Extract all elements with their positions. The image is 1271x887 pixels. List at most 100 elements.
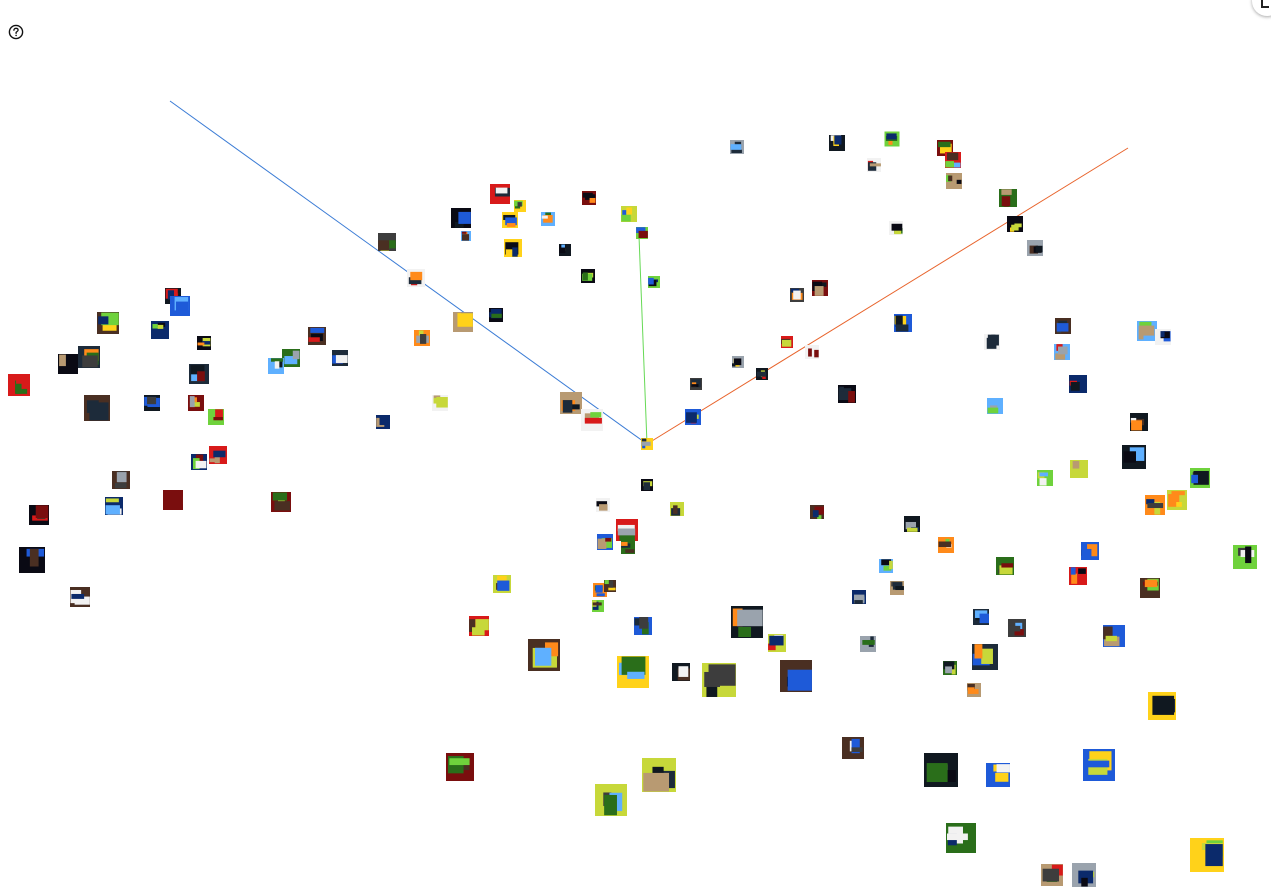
thumbnail-deer[interactable] (1233, 545, 1257, 569)
thumbnail-ship[interactable] (1083, 749, 1115, 781)
corner-control-button[interactable] (1252, 0, 1271, 16)
thumbnail-cat[interactable] (648, 276, 660, 288)
thumbnail-ship[interactable] (1140, 578, 1160, 598)
thumbnail-airplane[interactable] (1190, 838, 1224, 872)
thumbnail-dog[interactable] (1069, 375, 1087, 393)
thumbnail-cat[interactable] (451, 208, 471, 228)
thumbnail-airplane[interactable] (1122, 445, 1146, 469)
thumbnail-dog[interactable] (19, 547, 45, 573)
thumbnail-airplane[interactable] (730, 140, 744, 154)
thumbnail-horse[interactable] (986, 763, 1010, 787)
thumbnail-horse[interactable] (376, 415, 390, 429)
thumbnail-horse[interactable] (582, 191, 596, 205)
thumbnail-dog[interactable] (617, 656, 649, 688)
thumbnail-dog[interactable] (208, 409, 224, 425)
thumbnail-horse[interactable] (282, 349, 300, 367)
thumbnail-frog[interactable] (596, 498, 610, 512)
thumbnail-frog[interactable] (1081, 542, 1099, 560)
thumbnail-dog[interactable] (502, 212, 518, 228)
thumbnail-ship[interactable] (690, 378, 702, 390)
thumbnail-cat[interactable] (144, 395, 160, 411)
thumbnail-automobile[interactable] (97, 312, 119, 334)
thumbnail-automobile[interactable] (732, 356, 744, 368)
help-icon[interactable] (8, 24, 24, 40)
thumbnail-horse[interactable] (453, 312, 473, 332)
thumbnail-automobile[interactable] (1055, 318, 1071, 334)
thumbnail-automobile[interactable] (1008, 619, 1026, 637)
thumbnail-truck[interactable] (852, 590, 866, 604)
thumbnail-horse[interactable] (894, 314, 912, 332)
thumbnail-dog[interactable] (469, 616, 489, 636)
thumbnail-truck[interactable] (943, 661, 957, 675)
thumbnail-ship[interactable] (209, 446, 227, 464)
thumbnail-airplane[interactable] (973, 609, 989, 625)
thumbnail-bird[interactable] (151, 321, 169, 339)
thumbnail-horse[interactable] (1130, 413, 1148, 431)
thumbnail-cat[interactable] (592, 600, 604, 612)
thumbnail-ship[interactable] (780, 660, 812, 692)
thumbnail-ship[interactable] (768, 634, 786, 652)
thumbnail-truck[interactable] (838, 385, 856, 403)
thumbnail-deer[interactable] (528, 639, 560, 671)
thumbnail-bird[interactable] (1072, 863, 1096, 887)
thumbnail-automobile[interactable] (829, 135, 845, 151)
thumbnail-cat[interactable] (29, 505, 49, 525)
thumbnail-dog[interactable] (996, 557, 1014, 575)
thumbnail-deer[interactable] (595, 784, 627, 816)
thumbnail-deer[interactable] (493, 575, 511, 593)
thumbnail-truck[interactable] (636, 227, 648, 239)
thumbnail-frog[interactable] (634, 617, 652, 635)
thumbnail-horse[interactable] (702, 663, 736, 697)
thumbnail-bird[interactable] (972, 644, 998, 670)
thumbnail-ship[interactable] (621, 206, 637, 222)
thumbnail-frog[interactable] (987, 398, 1003, 414)
thumbnail-frog[interactable] (489, 308, 503, 322)
thumbnail-frog[interactable] (432, 395, 448, 411)
thumbnail-airplane[interactable] (112, 471, 130, 489)
thumbnail-deer[interactable] (621, 540, 635, 554)
thumbnail-cat[interactable] (197, 336, 211, 350)
thumbnail-truck[interactable] (889, 221, 903, 235)
thumbnail-deer[interactable] (378, 233, 396, 251)
thumbnail-airplane[interactable] (890, 581, 904, 595)
thumbnail-dog[interactable] (407, 269, 425, 287)
thumbnail-airplane[interactable] (685, 409, 701, 425)
thumbnail-cat[interactable] (1103, 625, 1125, 647)
thumbnail-bird[interactable] (616, 519, 638, 541)
thumbnail-truck[interactable] (191, 454, 207, 470)
thumbnail-frog[interactable] (946, 173, 962, 189)
thumbnail-airplane[interactable] (189, 364, 209, 384)
thumbnail-truck[interactable] (860, 636, 876, 652)
thumbnail-truck[interactable] (904, 516, 920, 532)
thumbnail-automobile[interactable] (559, 244, 571, 256)
thumbnail-truck[interactable] (1070, 460, 1088, 478)
thumbnail-automobile[interactable] (490, 184, 510, 204)
thumbnail-cat[interactable] (642, 758, 676, 792)
thumbnail-dog[interactable] (842, 737, 864, 759)
thumbnail-horse[interactable] (731, 606, 763, 638)
thumbnail-deer[interactable] (805, 345, 819, 359)
thumbnail-truck[interactable] (641, 438, 653, 450)
image-thumbnails[interactable] (8, 131, 1257, 887)
thumbnail-bird[interactable] (446, 753, 474, 781)
thumbnail-airplane[interactable] (938, 537, 954, 553)
thumbnail-truck[interactable] (332, 350, 348, 366)
thumbnail-dog[interactable] (58, 354, 78, 374)
thumbnail-cat[interactable] (1190, 468, 1210, 488)
thumbnail-deer[interactable] (1155, 329, 1171, 345)
thumbnail-cat[interactable] (781, 336, 793, 348)
thumbnail-bird[interactable] (1054, 344, 1070, 360)
thumbnail-automobile[interactable] (593, 583, 607, 597)
thumbnail-ship[interactable] (268, 358, 284, 374)
thumbnail-bird[interactable] (884, 131, 900, 147)
thumbnail-airplane[interactable] (1027, 240, 1043, 256)
thumbnail-bird[interactable] (514, 200, 526, 212)
thumbnail-deer[interactable] (271, 492, 291, 512)
thumbnail-horse[interactable] (999, 189, 1017, 207)
thumbnail-bird[interactable] (84, 395, 110, 421)
thumbnail-automobile[interactable] (1148, 692, 1176, 720)
thumbnail-dog[interactable] (790, 288, 804, 302)
thumbnail-horse[interactable] (670, 502, 684, 516)
thumbnail-bird[interactable] (756, 368, 768, 380)
